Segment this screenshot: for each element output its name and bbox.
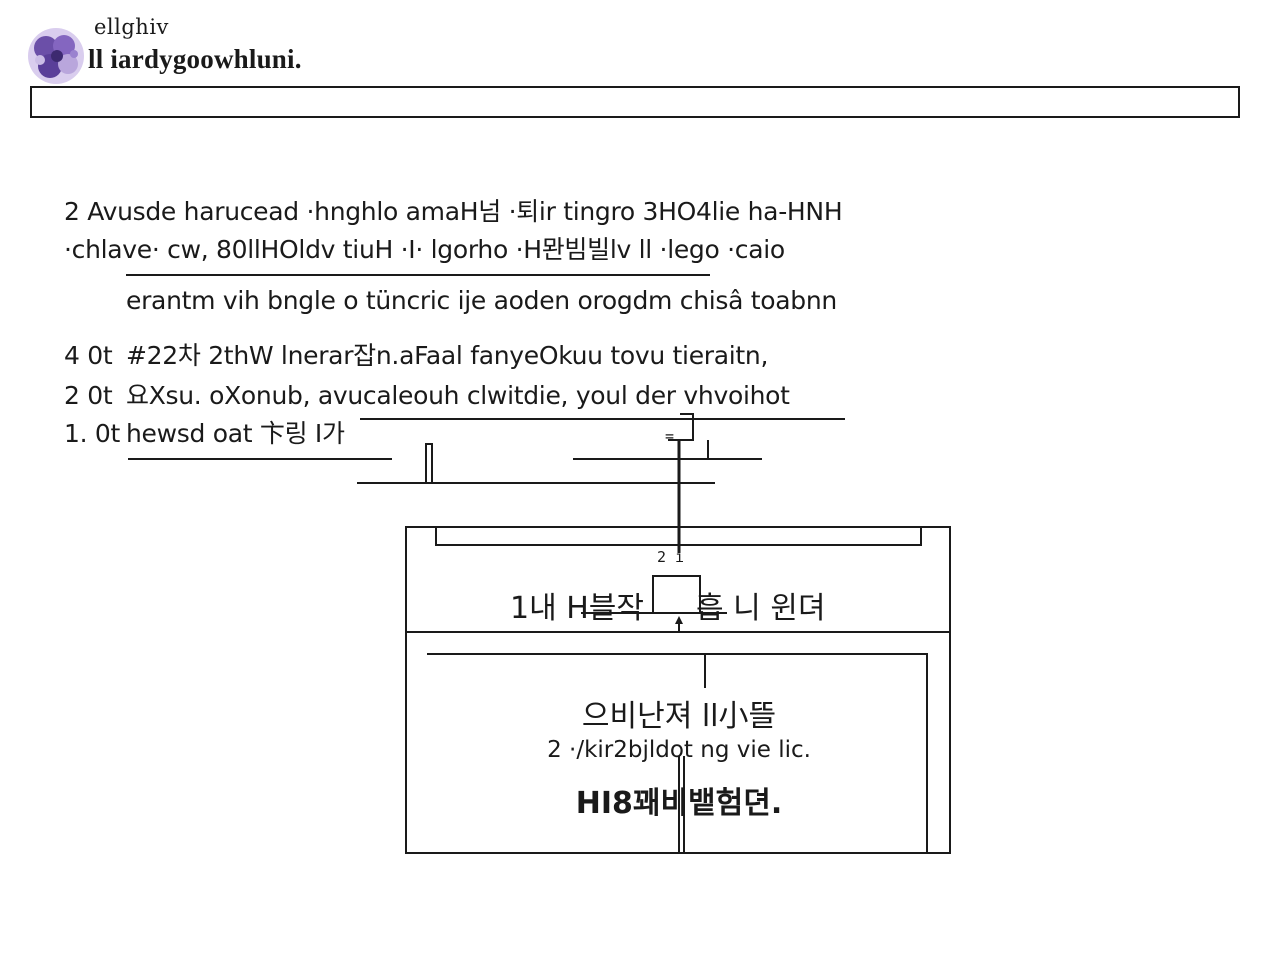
box-body-subtitle: 2 ·/kir2bjldot ng vie lic. bbox=[547, 737, 811, 763]
site-title: ll iardygoowhluni. bbox=[88, 44, 302, 74]
box-small-label: 2 ı bbox=[657, 548, 685, 566]
list-item: 4 0t #22차 2thW lnerar잡n.aFaal fanyeOkuu t… bbox=[64, 336, 768, 372]
box-top-strip bbox=[435, 527, 922, 546]
arrow-up-icon bbox=[675, 616, 683, 624]
list-item: 2 0t 요Xsu. oXonub, avucaleouh clwitdie, y… bbox=[64, 376, 790, 412]
flower-logo-icon bbox=[28, 28, 84, 84]
box-header-right: 흡 니 윈뎌 bbox=[696, 591, 826, 626]
box-body-footer: HI8꽤비뱉험뎐. bbox=[575, 786, 783, 821]
paragraph-line-1: 2 Avusde harucead ·hnghlo amaH넘 ·퇴ir tin… bbox=[64, 197, 843, 226]
list-item-text: hewsd oat 卞링 I가 bbox=[126, 419, 345, 448]
search-input[interactable] bbox=[30, 86, 1240, 118]
box-header-left: 1내 H블작 bbox=[510, 591, 644, 626]
site-eyebrow: ellghiv bbox=[94, 15, 169, 39]
list-item-text: #22차 2thW lnerar잡n.aFaal fanyeOkuu tovu … bbox=[126, 341, 769, 370]
list-item-number: 1. 0t bbox=[64, 419, 121, 448]
paragraph-line-2: ·chlave· cw, 80llHOldv tiuH ·I· lgorho ·… bbox=[64, 235, 785, 264]
list-item-text: 요Xsu. oXonub, avucaleouh clwitdie, youl … bbox=[126, 381, 790, 410]
list-item-number: 2 0t bbox=[64, 381, 113, 410]
paragraph-indent-line: erantm vih bngle o tüncric ije aoden oro… bbox=[126, 286, 837, 315]
header-bracket bbox=[652, 575, 701, 613]
tag-label: = bbox=[665, 427, 675, 445]
bracket-mark bbox=[425, 443, 433, 483]
box-body-title: 으비난져 ll小뜰 bbox=[581, 699, 777, 734]
logo bbox=[24, 20, 88, 90]
list-item-number: 4 0t bbox=[64, 341, 113, 370]
